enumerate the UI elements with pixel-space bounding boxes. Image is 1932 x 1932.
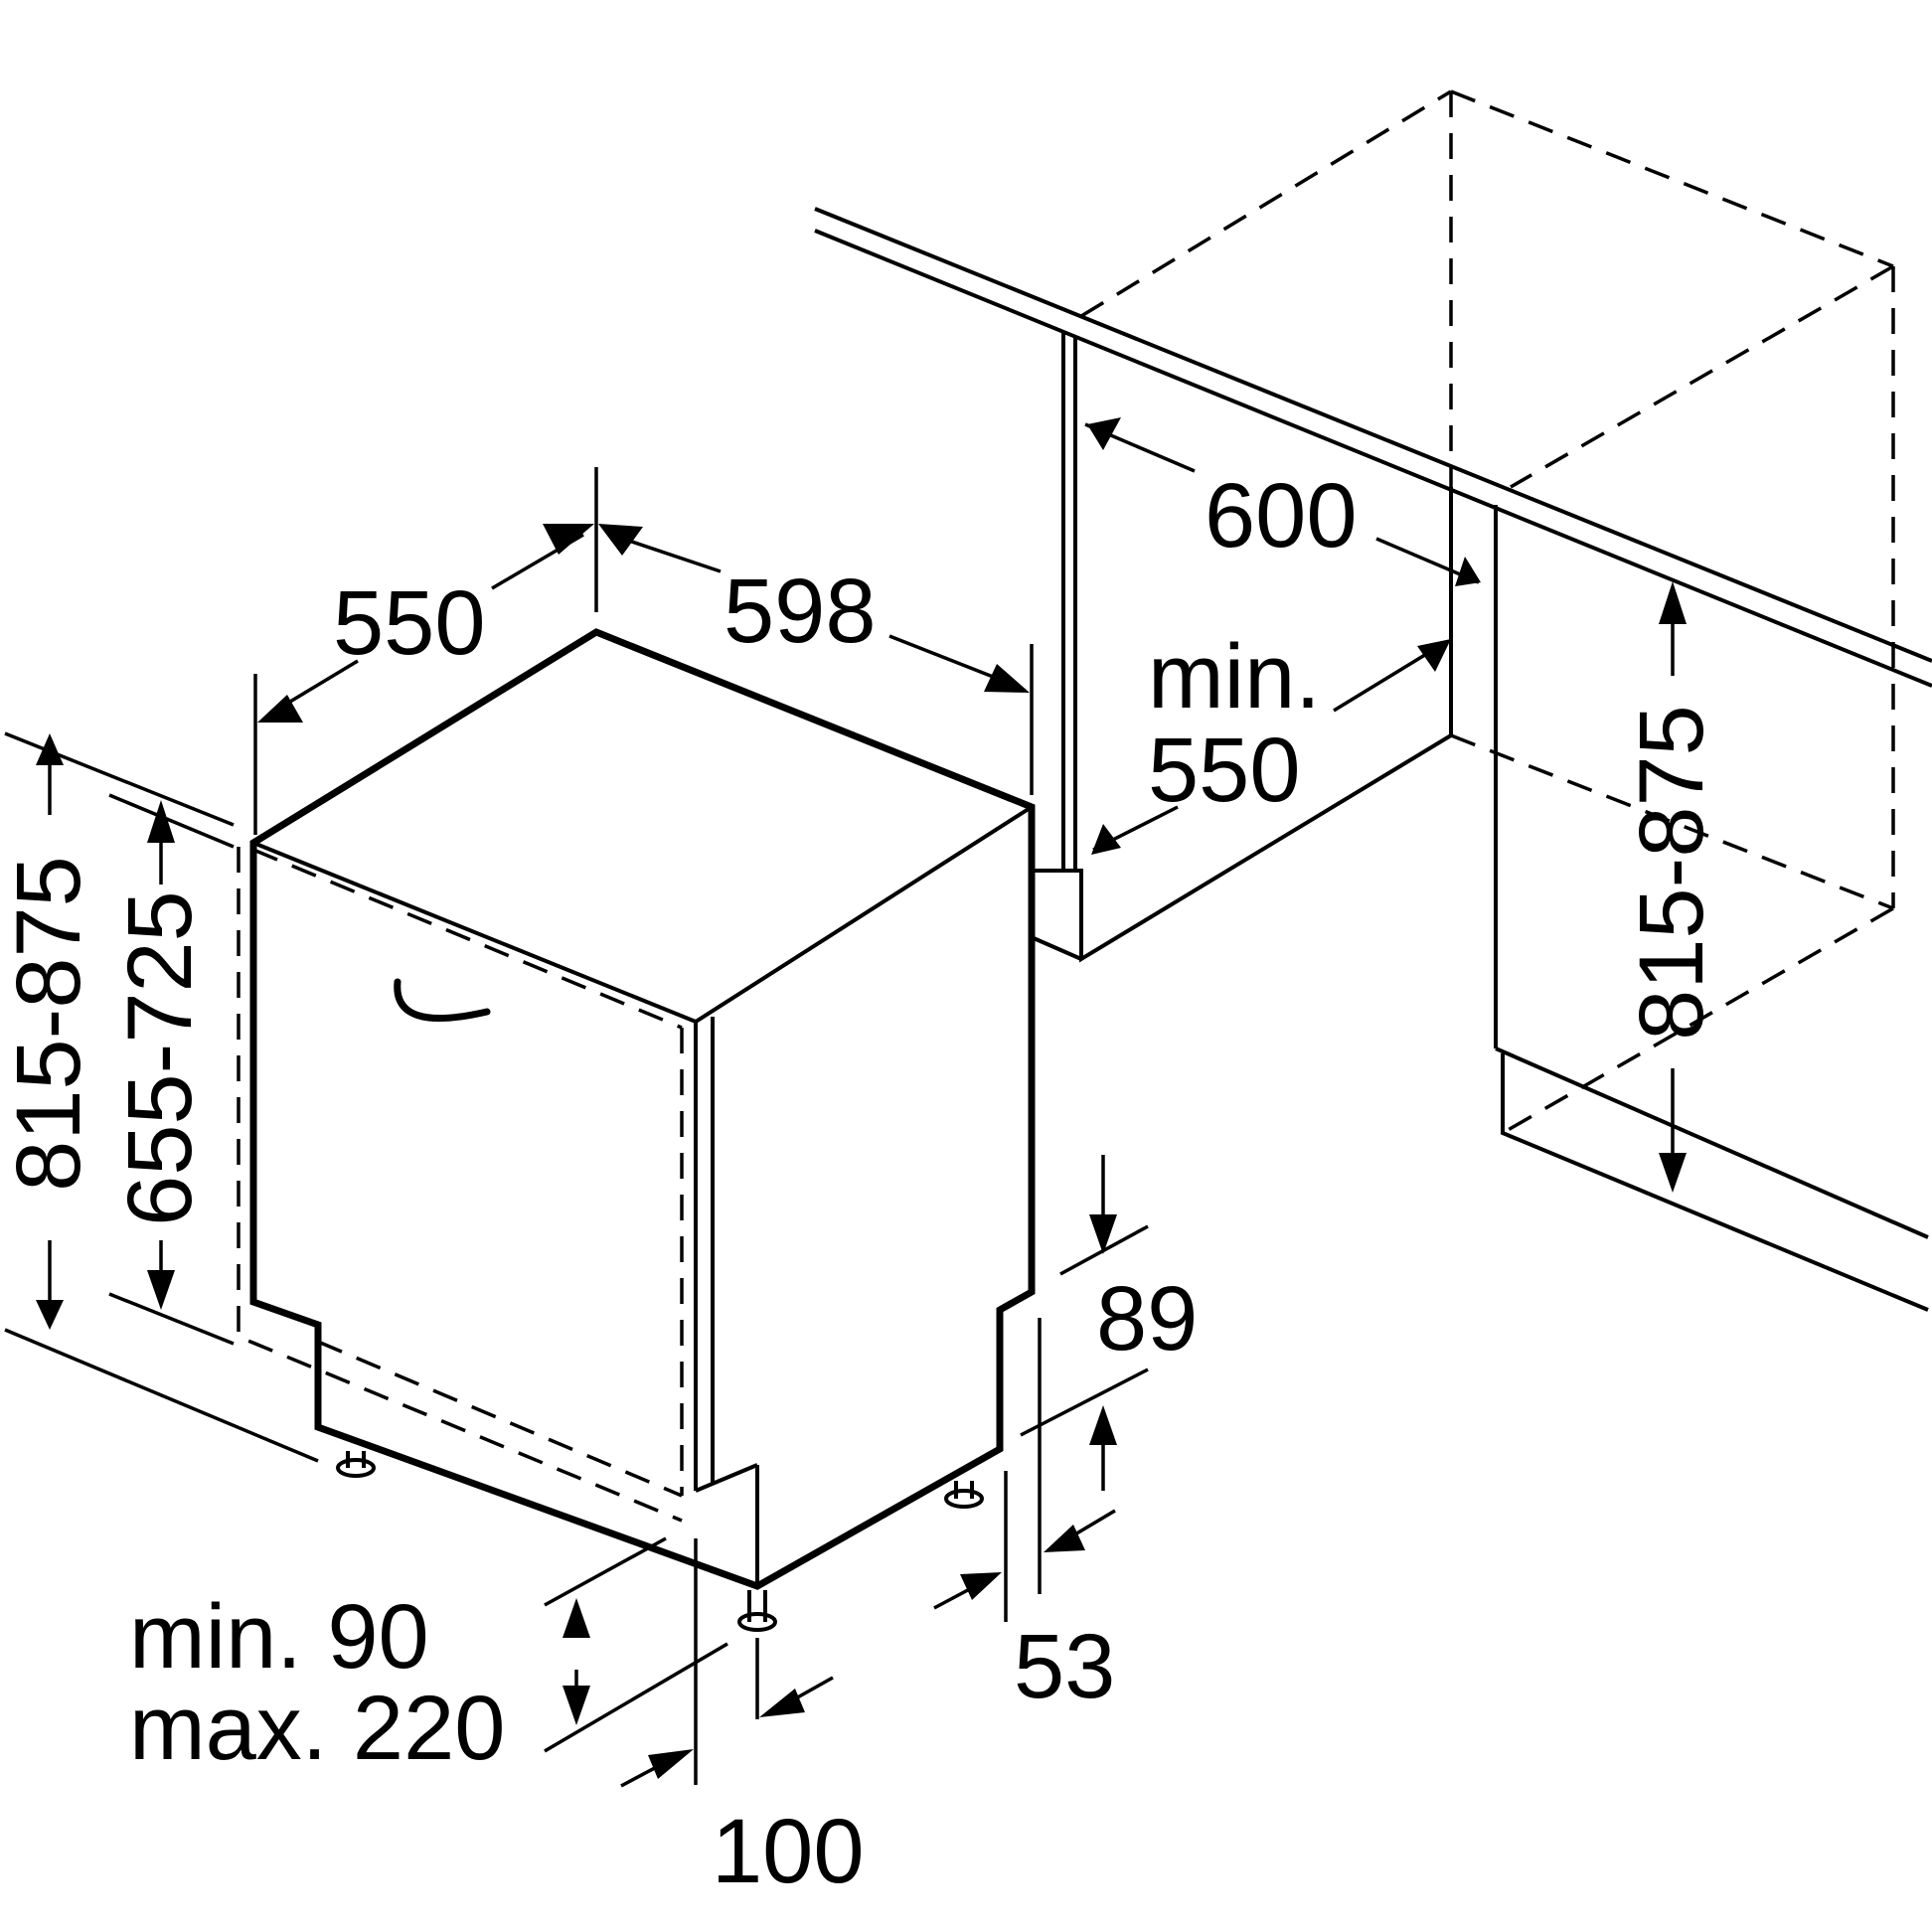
label-niche-height: 815-875 bbox=[1621, 705, 1722, 1041]
arrow-icon bbox=[960, 1572, 1002, 1600]
label-plinth-max: max. 220 bbox=[129, 1678, 505, 1779]
arrow-icon bbox=[1659, 581, 1687, 624]
label-top-width: 598 bbox=[724, 561, 877, 662]
arrow-icon bbox=[36, 1300, 64, 1330]
niche-hidden-edges bbox=[1080, 89, 1895, 1135]
arrow-icon bbox=[1089, 1214, 1117, 1254]
arrow-icon bbox=[563, 1598, 590, 1638]
foot-icon bbox=[944, 1489, 984, 1509]
arrow-icon bbox=[257, 695, 303, 723]
arrow-icon bbox=[1659, 1153, 1687, 1193]
label-plinth-offset: 89 bbox=[1096, 1268, 1198, 1369]
arrow-icon bbox=[147, 1270, 175, 1310]
arrow-icon bbox=[1417, 639, 1451, 672]
arrow-icon bbox=[598, 524, 643, 556]
label-plinth-min: min. 90 bbox=[129, 1586, 429, 1688]
foot-icon bbox=[336, 1458, 376, 1478]
label-height-door: 655-725 bbox=[109, 890, 211, 1226]
arrow-icon bbox=[1089, 1405, 1117, 1445]
label-height-outer: 815-875 bbox=[0, 856, 99, 1192]
foot-icon bbox=[737, 1612, 777, 1632]
arrow-icon bbox=[543, 524, 594, 555]
arrow-icon bbox=[984, 664, 1030, 693]
dimension-labels: 550 598 600 min. 550 815-875 655-725 815… bbox=[0, 465, 1722, 1902]
label-door-overhang: 100 bbox=[712, 1801, 865, 1902]
dishwasher-feet bbox=[336, 1451, 984, 1632]
arrow-icon bbox=[36, 733, 64, 765]
label-top-depth: 550 bbox=[333, 572, 486, 674]
arrow-icon bbox=[1091, 824, 1121, 855]
label-niche-width: 600 bbox=[1205, 465, 1358, 566]
label-niche-depth-value: 550 bbox=[1148, 720, 1301, 821]
arrow-icon bbox=[1087, 417, 1121, 450]
arrow-icon bbox=[759, 1689, 805, 1717]
arrow-icon bbox=[1044, 1525, 1085, 1552]
dishwasher-body bbox=[237, 628, 1036, 1590]
arrow-icon bbox=[563, 1686, 590, 1725]
arrow-icon bbox=[648, 1749, 694, 1779]
arrow-icon bbox=[1455, 557, 1481, 586]
door-handle-icon bbox=[394, 978, 491, 1022]
dimension-arrows bbox=[36, 417, 1687, 1779]
niche-cabinets bbox=[814, 207, 1932, 1312]
label-foot-offset: 53 bbox=[1014, 1616, 1115, 1717]
arrow-icon bbox=[147, 800, 175, 843]
label-niche-depth-prefix: min. bbox=[1148, 626, 1321, 727]
